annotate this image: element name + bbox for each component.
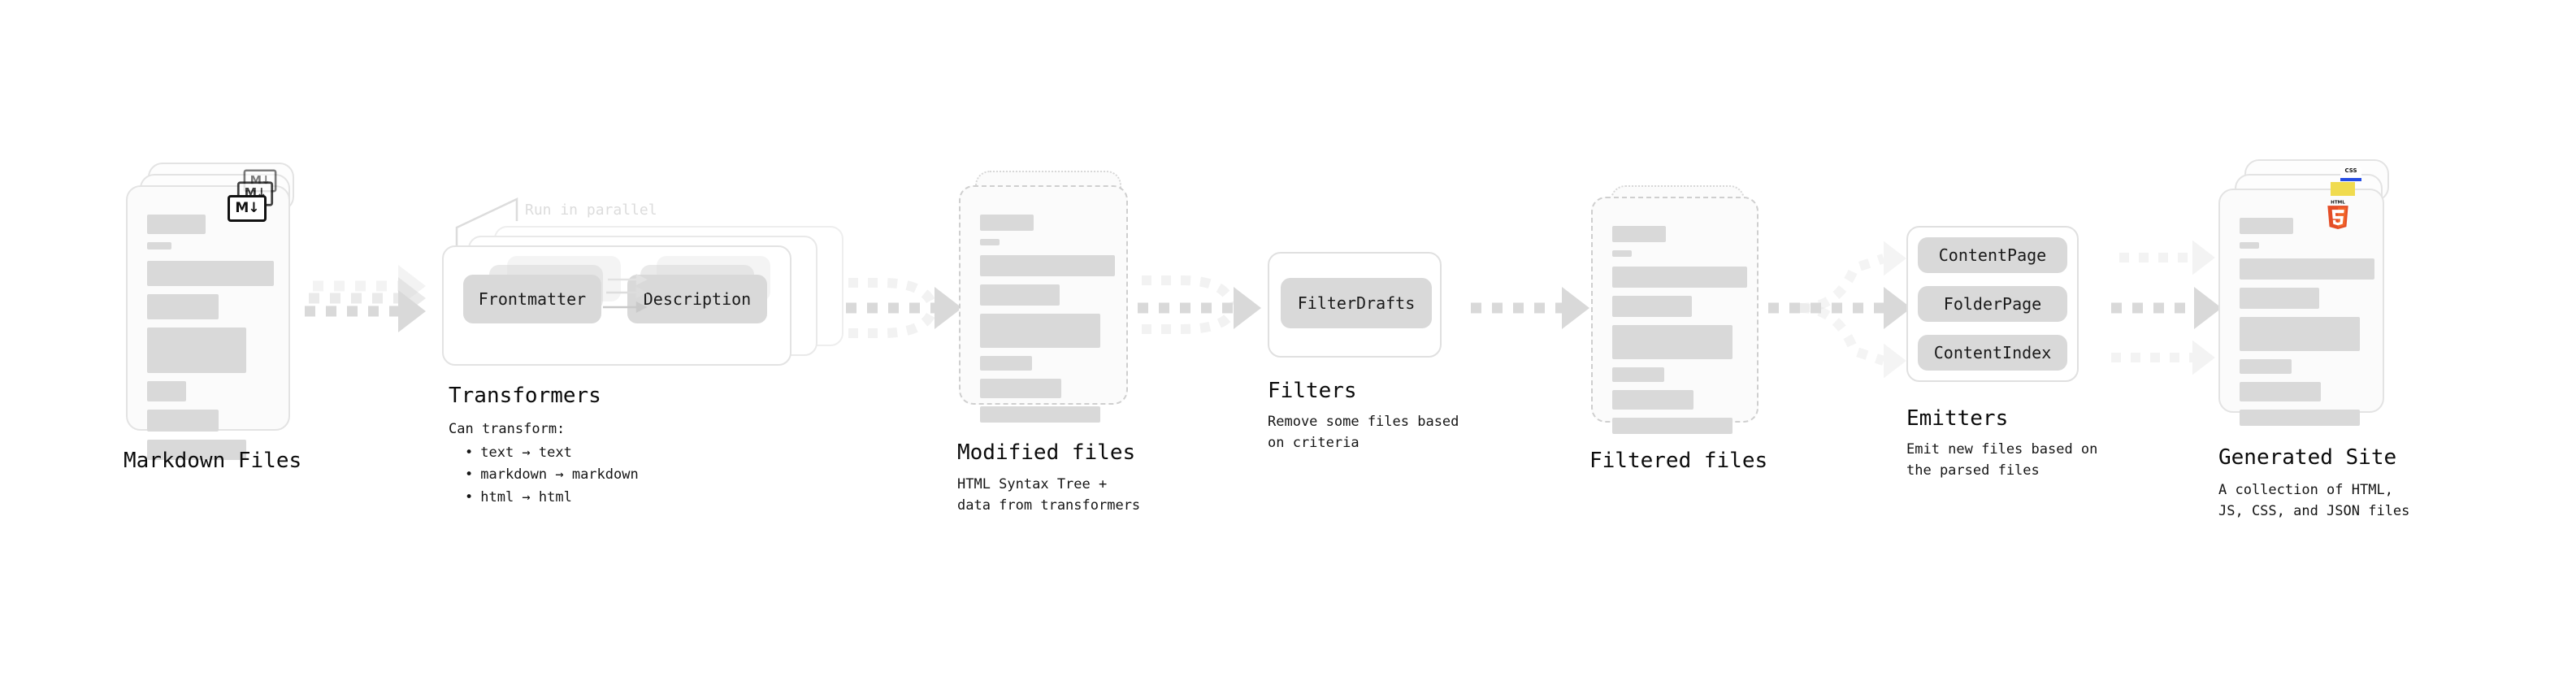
filtered-content-lines bbox=[1612, 226, 1747, 442]
folderpage-chip[interactable]: FolderPage bbox=[1918, 286, 2067, 322]
modified-card-front[interactable] bbox=[959, 185, 1128, 423]
transformers-transform-list: Can transform: text → text markdown → ma… bbox=[449, 419, 639, 509]
transform-item: markdown → markdown bbox=[465, 464, 638, 486]
filterdrafts-chip[interactable]: FilterDrafts bbox=[1281, 278, 1432, 328]
emitters-group[interactable]: ContentPage FolderPage ContentIndex bbox=[1906, 226, 2093, 388]
contentindex-chip[interactable]: ContentIndex bbox=[1918, 335, 2067, 371]
generated-site-title: Generated Site bbox=[2218, 445, 2397, 470]
markdown-card-front[interactable] bbox=[126, 185, 290, 460]
transform-item: text → text bbox=[465, 442, 639, 464]
markdown-files-title: Markdown Files bbox=[124, 449, 302, 473]
markdown-content-lines bbox=[147, 215, 274, 468]
emitters-description: Emit new files based on the parsed files bbox=[1906, 441, 2098, 479]
contentpage-chip[interactable]: ContentPage bbox=[1918, 237, 2067, 273]
transform-item: html → html bbox=[465, 487, 639, 509]
generated-card-html[interactable] bbox=[2218, 189, 2384, 426]
run-in-parallel-label: Run in parallel bbox=[525, 202, 657, 219]
transformers-group[interactable]: Run in parallel Frontmatter Description bbox=[439, 187, 845, 366]
markdown-files-stack[interactable]: M↓ M↓ M↓ bbox=[122, 163, 309, 460]
filters-group[interactable]: FilterDrafts bbox=[1268, 252, 1446, 366]
modified-files-title: Modified files bbox=[957, 440, 1136, 465]
js-badge bbox=[2331, 182, 2355, 196]
filters-description: Remove some files based on criteria bbox=[1268, 414, 1459, 452]
generated-site-description: A collection of HTML, JS, CSS, and JSON … bbox=[2218, 482, 2410, 520]
run-in-parallel-bracket bbox=[455, 197, 518, 254]
filters-title: Filters bbox=[1268, 379, 1357, 403]
html5-badge: HTML bbox=[2324, 198, 2352, 229]
can-transform-header: Can transform: bbox=[449, 421, 566, 437]
css-badge: CSS bbox=[2340, 167, 2361, 181]
modified-content-lines bbox=[980, 215, 1115, 431]
frontmatter-chip[interactable]: Frontmatter bbox=[463, 275, 601, 323]
arrow-modified-to-filters bbox=[1138, 275, 1261, 334]
arrow-markdown-to-transformers bbox=[305, 265, 426, 332]
generated-site-stack[interactable]: CSS HTML bbox=[2218, 159, 2413, 436]
description-chip[interactable]: Description bbox=[627, 275, 767, 323]
modified-files-description: HTML Syntax Tree + data from transformer… bbox=[957, 476, 1141, 514]
filtered-files-title: Filtered files bbox=[1589, 449, 1768, 473]
arrow-transformers-to-modified bbox=[825, 278, 962, 338]
modified-files-stack[interactable] bbox=[957, 171, 1144, 423]
svg-text:HTML: HTML bbox=[2331, 200, 2345, 205]
transformers-title: Transformers bbox=[449, 384, 601, 408]
filtered-files-stack[interactable] bbox=[1589, 185, 1776, 434]
emitters-title: Emitters bbox=[1906, 406, 2009, 431]
arrow-filters-to-filtered bbox=[1471, 287, 1589, 329]
filtered-card-front[interactable] bbox=[1591, 197, 1759, 434]
arrow-emitters-to-generated bbox=[2111, 240, 2222, 375]
transformer-internal-arrows bbox=[603, 274, 648, 313]
generated-content-lines bbox=[2240, 218, 2374, 434]
markdown-badge-front: M↓ bbox=[228, 195, 267, 222]
